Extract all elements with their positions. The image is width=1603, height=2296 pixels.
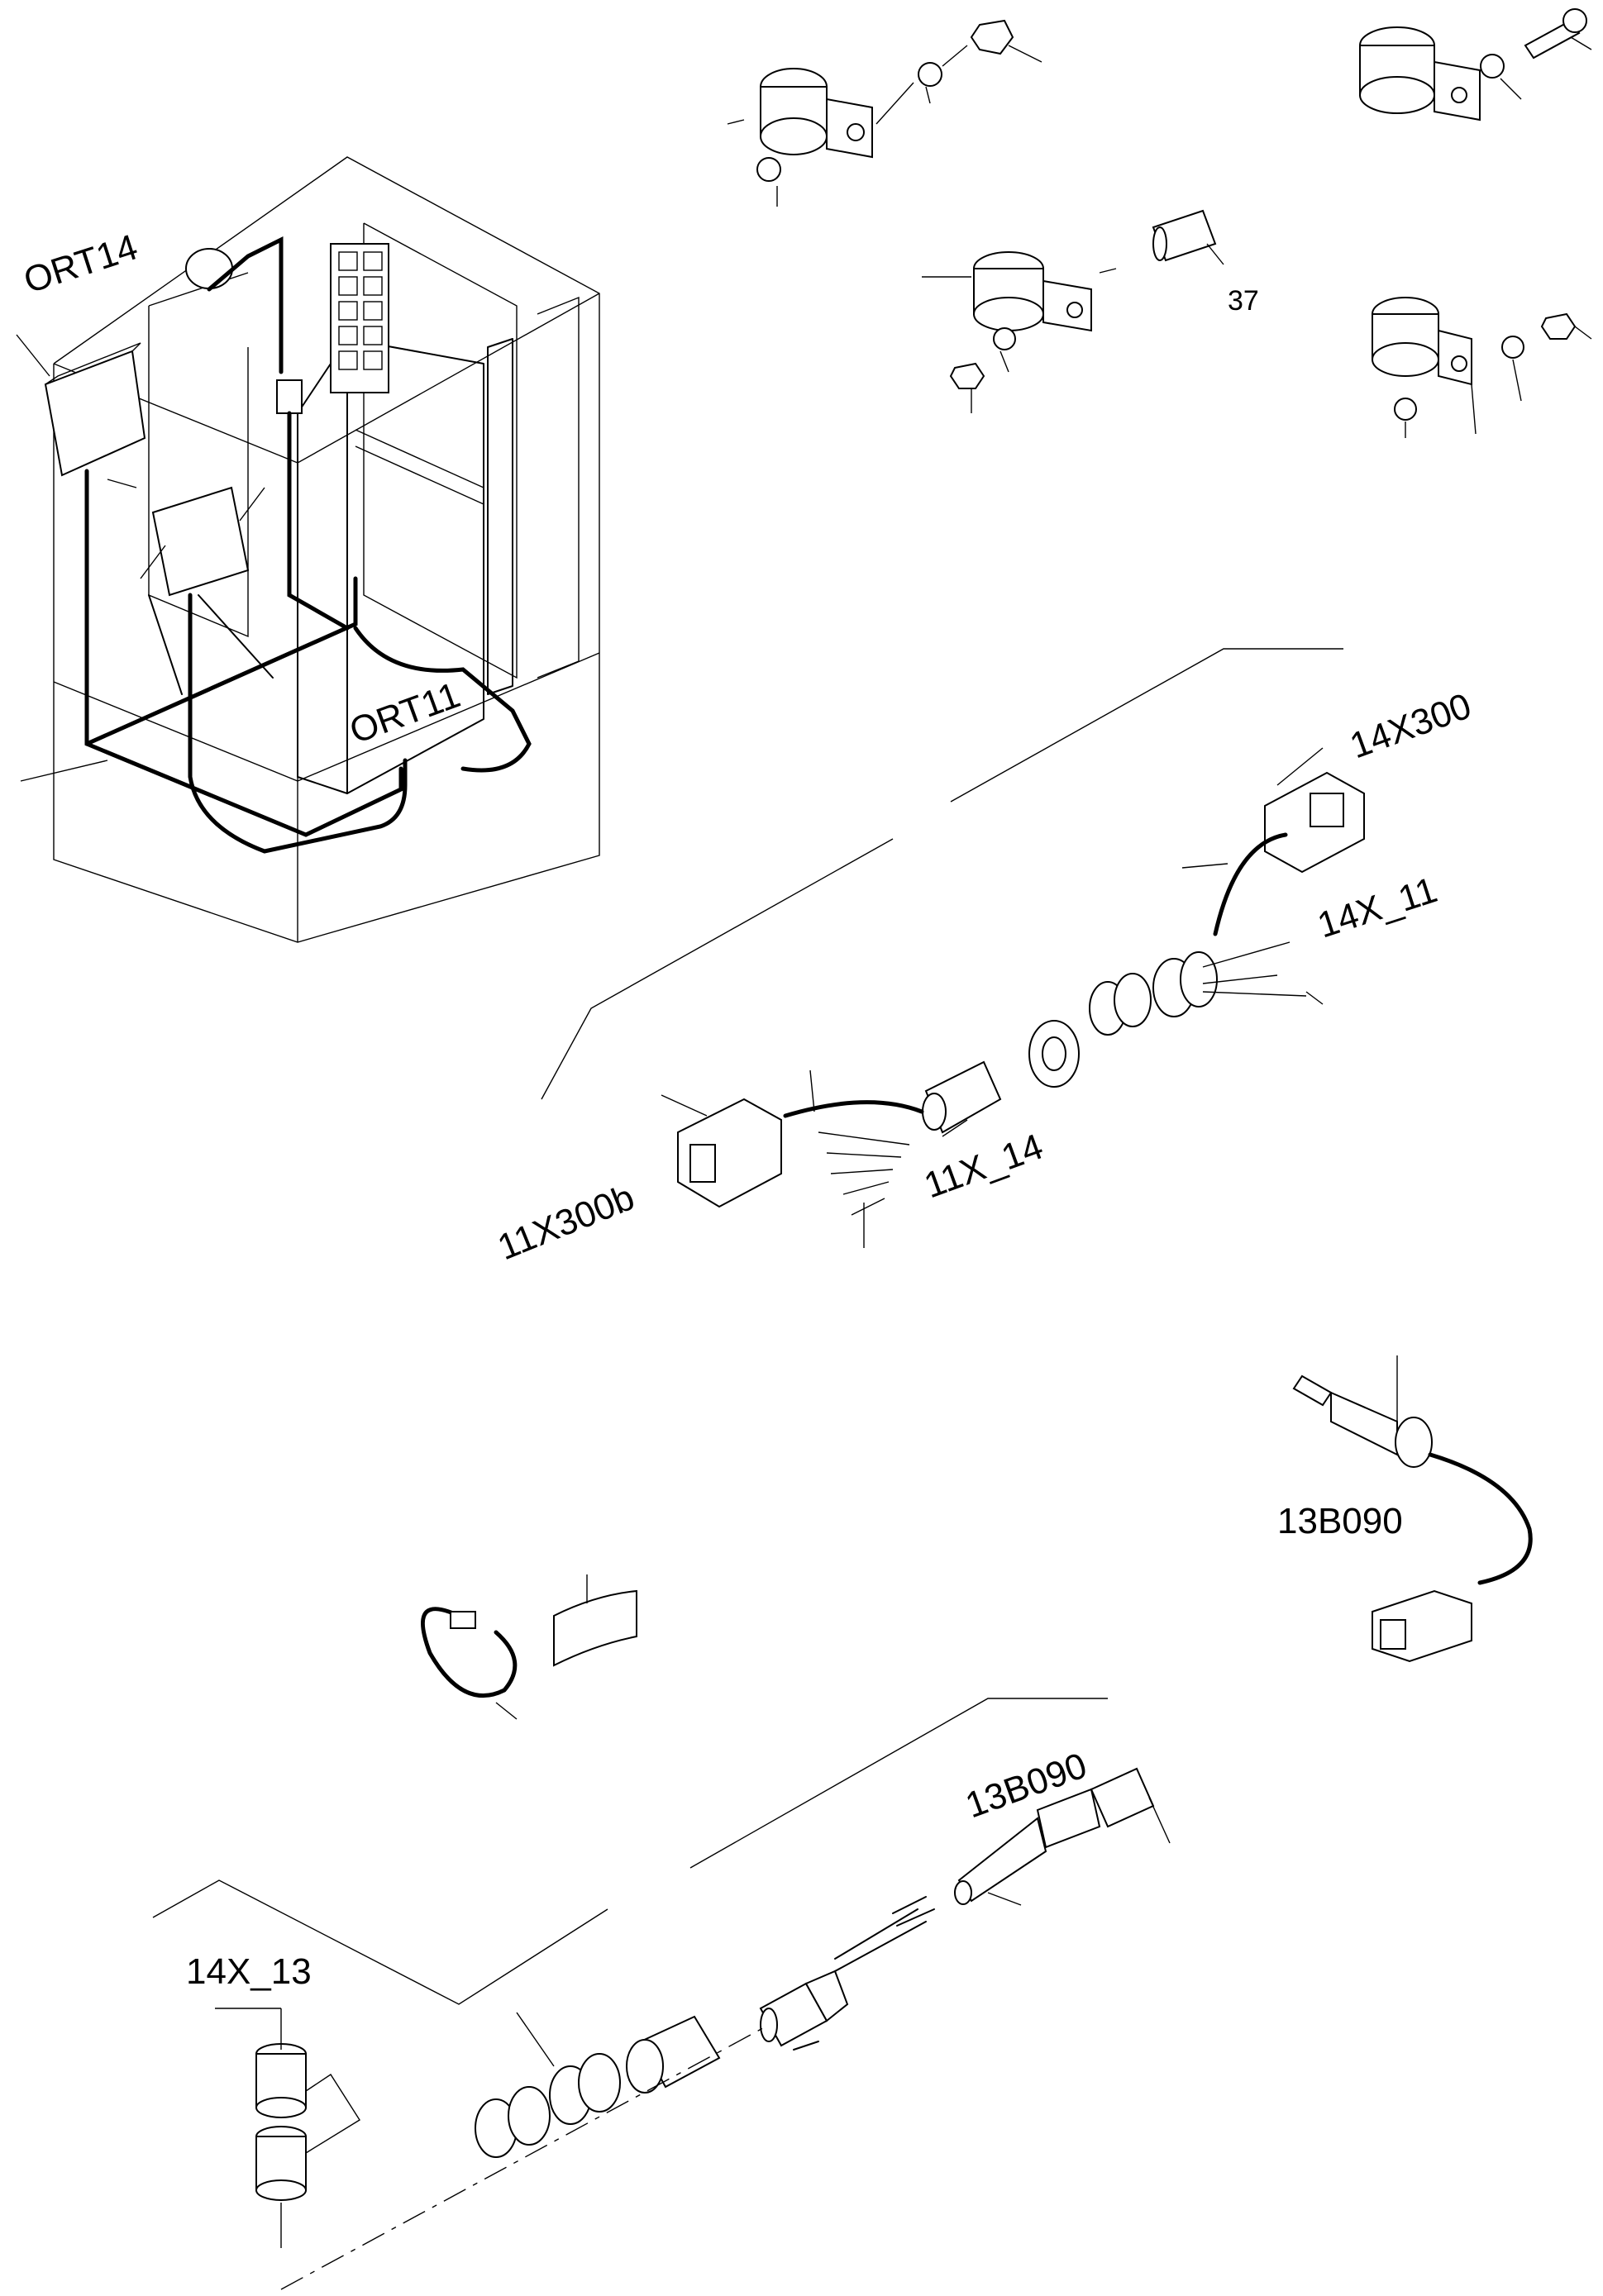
label-item-37: 37 (1228, 285, 1259, 317)
label-14x300: 14X300 (1345, 685, 1477, 766)
label-14x-11: 14X_11 (1313, 869, 1442, 946)
cabinet-assembly: ORT14 ORT11 (16, 156, 600, 943)
label-13b090-upper: 13B090 (1277, 1501, 1403, 1541)
sensor-13b090-upper: 13B090 (1277, 1355, 1533, 1663)
label-ort14: ORT14 (19, 226, 142, 301)
cable-assembly-11x300b: 14X300 14X_11 11X_14 (492, 648, 1477, 1268)
clamp-hardware-group: 37 (727, 8, 1592, 438)
label-11x300b: 11X300b (492, 1177, 640, 1268)
label-14x-13: 14X_13 (186, 1951, 312, 1992)
cable-assembly-14x-13: 13B090 14X_13 (152, 1698, 1171, 2290)
label-ort11: ORT11 (345, 674, 465, 751)
label-11x-14: 11X_14 (919, 1127, 1048, 1207)
cable-tie-and-tape (421, 1574, 637, 1720)
